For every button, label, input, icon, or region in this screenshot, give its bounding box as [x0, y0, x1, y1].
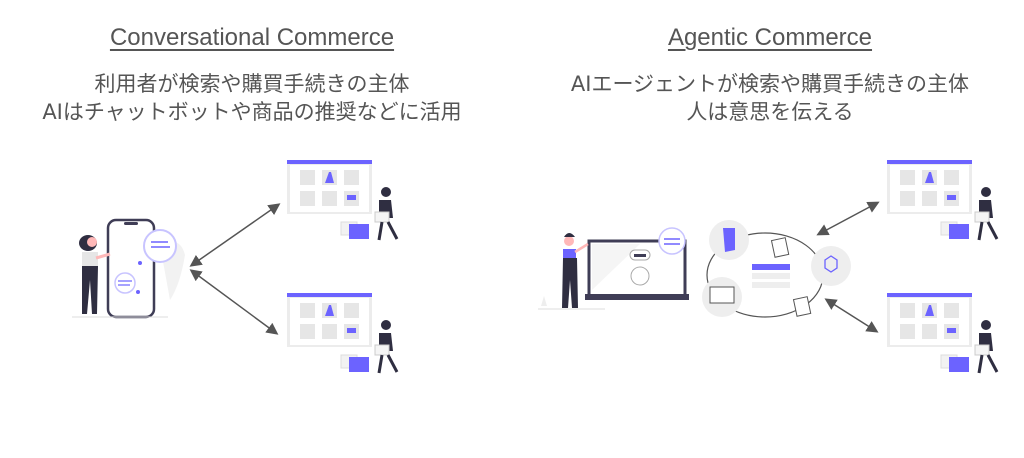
arrow-to-store-top — [816, 201, 880, 236]
online-store-illustration — [285, 158, 399, 242]
left-line-1: 利用者が検索や購買手続きの主体 — [94, 72, 410, 96]
left-title: Conversational Commerce — [109, 24, 395, 51]
arrow-to-store-bottom — [824, 298, 879, 333]
online-store-illustration — [885, 291, 999, 375]
ai-agent-network-illustration — [702, 220, 851, 318]
right-title: Agentic Commerce — [667, 24, 873, 51]
arrow-to-store-bottom — [189, 269, 279, 335]
right-line-1: AIエージェントが検索や購買手続きの主体 — [570, 72, 970, 96]
arrow-to-store-top — [189, 203, 281, 267]
online-store-illustration — [885, 158, 999, 242]
woman-with-laptop-illustration — [538, 227, 689, 310]
left-line-2: AIはチャットボットや商品の推奨などに活用 — [42, 100, 462, 124]
online-store-illustration — [285, 291, 399, 375]
woman-with-phone-illustration — [72, 218, 185, 319]
right-line-2: 人は意思を伝える — [686, 100, 854, 124]
